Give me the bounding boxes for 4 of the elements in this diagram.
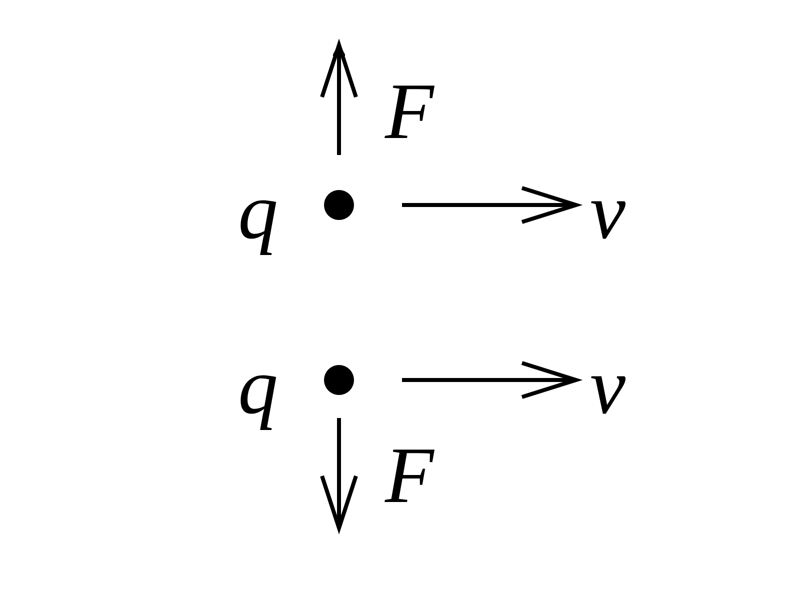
velocity-label: v [590, 172, 626, 252]
velocity-label: v [590, 347, 626, 427]
force-label: F [385, 436, 434, 516]
force-label: F [385, 72, 434, 152]
